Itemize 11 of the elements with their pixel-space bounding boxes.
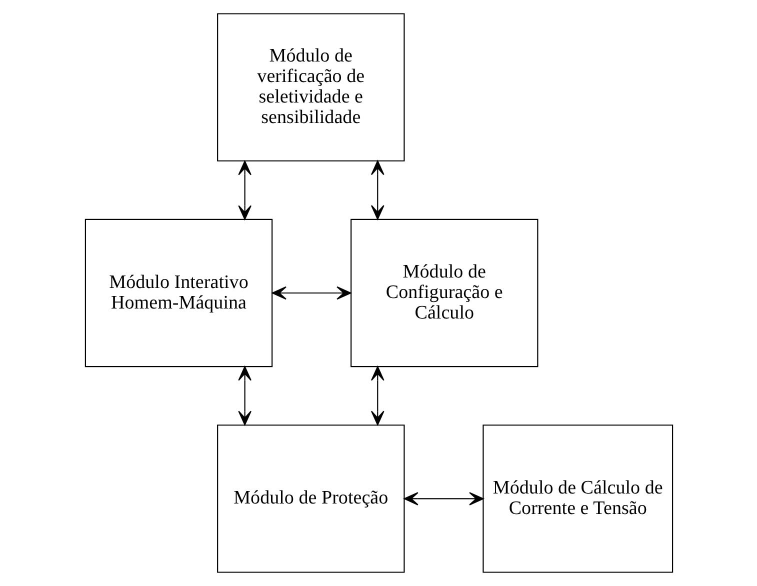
arrow: [238, 160, 251, 220]
node-box: Módulo de Proteção: [216, 424, 404, 573]
node-box: Módulo de verificação de seletividade e sensibilidade: [216, 13, 404, 162]
node-box: Módulo Interativo Homem-Máquina: [84, 218, 272, 368]
node-box: Módulo de Cálculo de Corrente e Tensão: [482, 424, 673, 573]
arrow: [271, 286, 351, 300]
arrow: [370, 160, 384, 220]
arrow: [370, 366, 384, 426]
node-box: Módulo de Configuração e Cálculo: [350, 218, 538, 368]
arrow: [238, 366, 251, 426]
arrow: [403, 492, 484, 506]
